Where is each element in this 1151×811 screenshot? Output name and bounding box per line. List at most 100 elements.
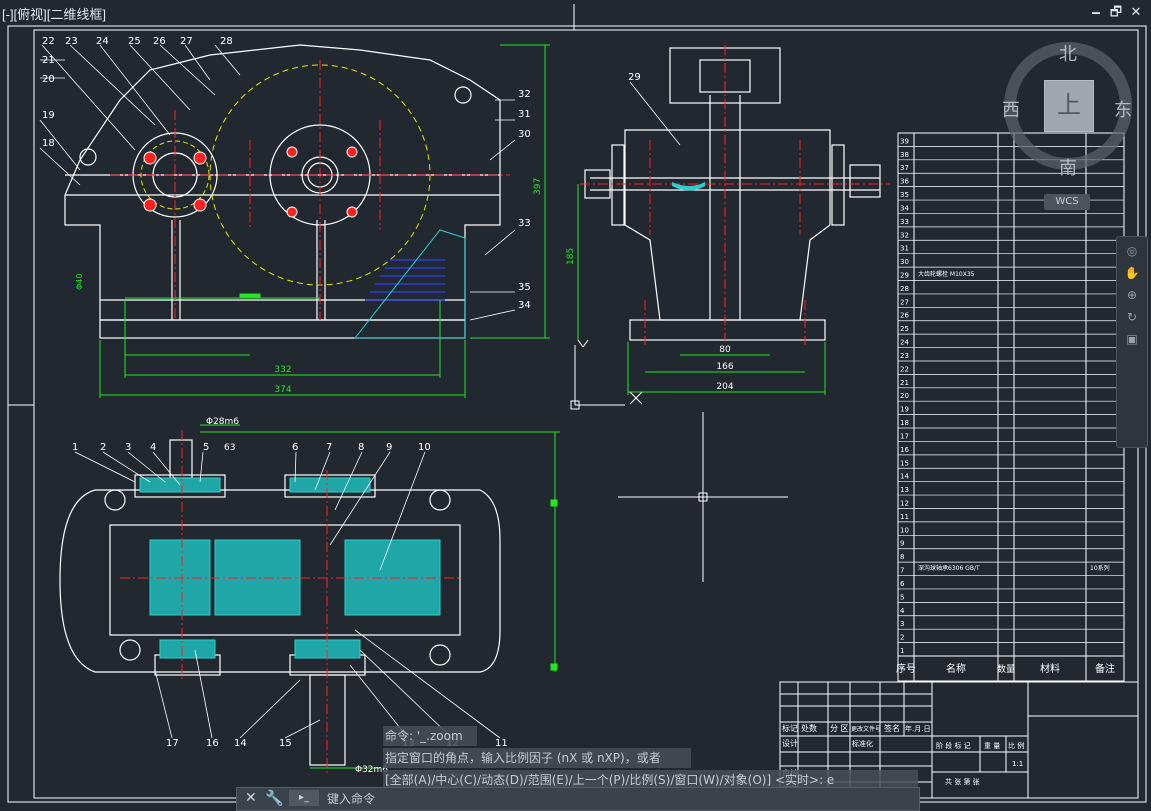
top-view-leaders	[74, 451, 501, 739]
front-view-bolts	[143, 146, 358, 218]
side-view-centerlines	[580, 45, 890, 345]
front-view-leaders	[39, 44, 516, 321]
dim-204: 204	[716, 382, 733, 392]
dim-166: 166	[716, 362, 733, 372]
dim-phi28m6: Φ28m6	[206, 417, 239, 427]
tb-mark: 标记	[782, 723, 798, 733]
close-icon[interactable]: ✕	[1130, 5, 1142, 20]
command-line[interactable]: ✕ 🔧 ▸_	[236, 787, 920, 811]
bom-row-number: 26	[900, 312, 909, 320]
tb-standard: 标准化	[852, 739, 873, 748]
tb-count: 处数	[801, 723, 817, 733]
pan-icon[interactable]: ✋	[1124, 266, 1140, 280]
balloon-24: 24	[96, 36, 109, 47]
tb-sign: 签名	[884, 723, 900, 733]
dim-397: 397	[533, 178, 543, 195]
command-history: 命令: '_.zoom 指定窗口的角点，输入比例因子 (nX 或 nXP)，或者…	[383, 726, 918, 792]
bom-row-number: 36	[900, 178, 909, 186]
bom-row-number: 18	[900, 419, 909, 427]
balloon-17: 17	[166, 738, 179, 749]
bom-row-number: 15	[900, 459, 909, 467]
bom-row-number: 34	[900, 204, 909, 212]
showmotion-icon[interactable]: ▣	[1126, 332, 1138, 346]
viewcube-ring[interactable]	[1000, 38, 1140, 218]
navigation-bar[interactable]: ◎ ✋ ⊕ ↻ ▣	[1116, 236, 1148, 448]
dim-374: 374	[274, 385, 291, 395]
dim-phi32m6: Φ32m6	[355, 765, 388, 775]
tb-zone: 分 区	[830, 724, 849, 733]
bom-row-number: 4	[900, 607, 905, 615]
tb-scale-value: 1:1	[1012, 760, 1023, 768]
bom-row-number: 1	[900, 647, 904, 655]
bom-row-number: 12	[900, 499, 909, 507]
bom-row-number: 21	[900, 379, 909, 387]
side-view-dims	[577, 184, 826, 395]
wrench-icon[interactable]: 🔧	[265, 789, 284, 807]
tb-doc-no: 更改文件号	[851, 725, 881, 733]
top-view-dims	[200, 424, 560, 769]
bom-row-7-note: 10系列	[1090, 564, 1110, 572]
prompt-icon[interactable]: ▸_	[289, 790, 319, 806]
command-input[interactable]	[325, 789, 909, 809]
bom-row-number: 5	[900, 593, 904, 601]
bom-row-number: 24	[900, 339, 909, 347]
bom-row-number: 13	[900, 486, 909, 494]
tb-sheets: 共 张 第 张	[945, 777, 980, 786]
crosshair-cursor	[618, 412, 788, 582]
balloon-21: 21	[42, 55, 55, 66]
drawing-frame	[7, 4, 1147, 808]
bom-row-number: 29	[900, 272, 909, 280]
dim-185: 185	[566, 248, 576, 265]
bom-row-number: 32	[900, 231, 909, 239]
bom-row-number: 38	[900, 151, 909, 159]
balloon-10: 10	[418, 442, 431, 453]
balloon-9: 9	[386, 442, 392, 453]
minimize-icon[interactable]: 🗕	[1091, 5, 1101, 20]
restore-icon[interactable]: 🗗	[1109, 5, 1123, 20]
balloon-35: 35	[518, 282, 531, 293]
dim-phi40: Φ40	[75, 274, 84, 290]
bom-row-number: 39	[900, 137, 909, 145]
bom-header-note: 备注	[1095, 662, 1115, 675]
bom-row-number: 33	[900, 218, 909, 226]
command-history-line: 命令: '_.zoom	[383, 726, 477, 746]
viewport-label[interactable]: [-][俯视][二维线框]	[2, 7, 107, 22]
balloon-29: 29	[628, 72, 641, 83]
viewcube-top-face[interactable]: 上	[1044, 80, 1094, 132]
close-icon[interactable]: ✕	[245, 790, 257, 806]
tb-design: 设计	[782, 738, 798, 748]
wcs-dropdown[interactable]: WCS	[1044, 194, 1090, 210]
command-history-line: 指定窗口的角点，输入比例因子 (nX 或 nXP)，或者	[383, 748, 691, 768]
bom-header-seq: 序号	[896, 662, 916, 675]
balloon-23: 23	[65, 36, 78, 47]
bom-row-number: 23	[900, 352, 909, 360]
bom-header-qty: 数量	[997, 663, 1015, 675]
front-view-centerlines	[110, 60, 510, 320]
viewcube-north[interactable]: 北	[1059, 44, 1077, 65]
viewcube-west[interactable]: 西	[1002, 100, 1020, 121]
balloon-11: 11	[495, 738, 508, 749]
balloon-20: 20	[42, 74, 55, 85]
balloon-19: 19	[42, 110, 55, 121]
balloon-26: 26	[153, 36, 166, 47]
viewcube-east[interactable]: 东	[1114, 100, 1132, 121]
side-view-hatch	[672, 182, 705, 191]
bom-row-number: 10	[900, 526, 909, 534]
bom-row-number: 17	[900, 432, 909, 440]
bom-row-7-name: 深沟球轴承6306 GB/T	[918, 564, 980, 572]
dim-80: 80	[719, 345, 731, 355]
balloon-7: 7	[326, 442, 332, 453]
bom-row-number: 30	[900, 258, 909, 266]
orbit-icon[interactable]: ↻	[1126, 310, 1138, 324]
bom-row-number: 31	[900, 245, 909, 253]
balloon-6: 6	[292, 442, 298, 453]
bom-row-number: 11	[900, 513, 909, 521]
bom-row-number: 28	[900, 285, 909, 293]
viewcube-south[interactable]: 南	[1059, 158, 1077, 179]
balloon-15: 15	[279, 738, 292, 749]
bom-row-number: 2	[900, 634, 904, 642]
front-view-hatch	[365, 259, 445, 301]
steering-wheel-icon[interactable]: ◎	[1126, 244, 1138, 258]
zoom-icon[interactable]: ⊕	[1126, 288, 1138, 302]
